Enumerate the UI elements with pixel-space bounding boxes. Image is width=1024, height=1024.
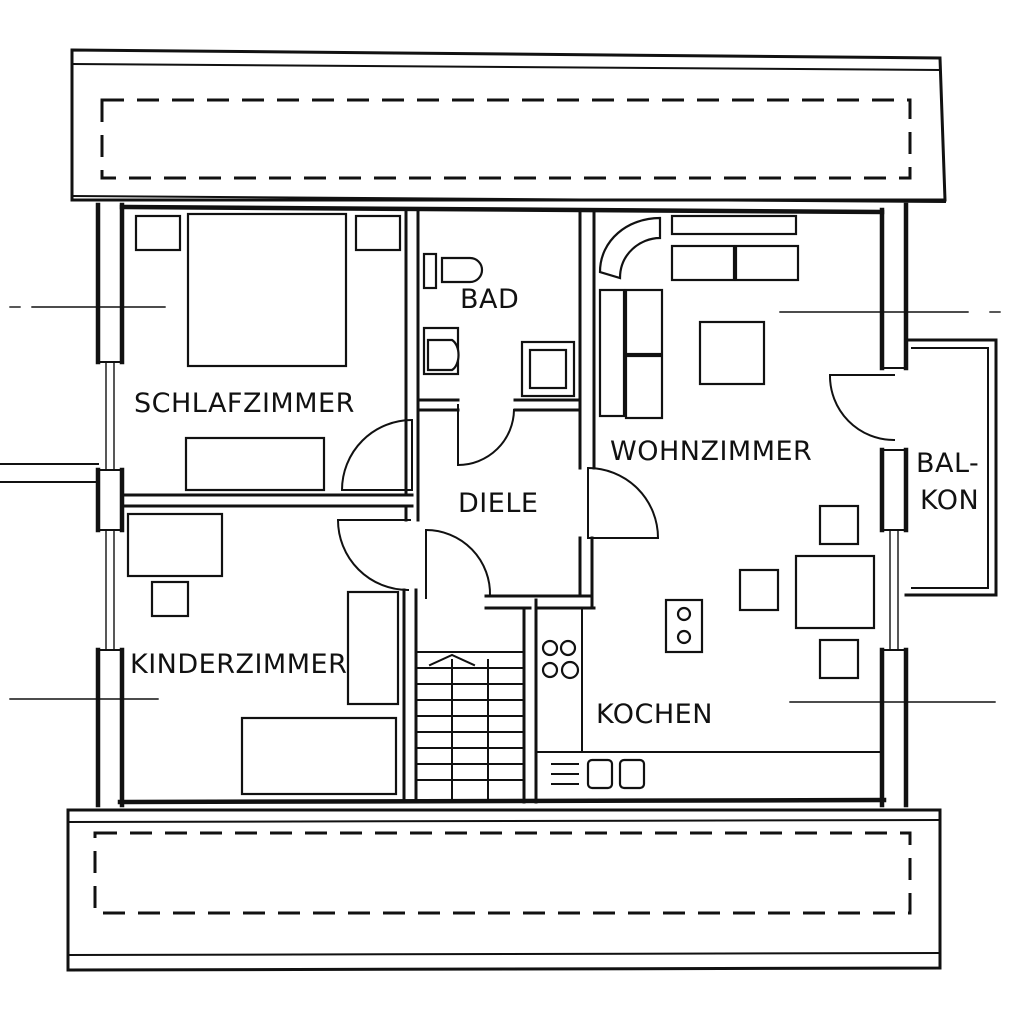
balcony [904, 338, 998, 597]
exterior-walls [95, 202, 909, 808]
label-kochen: KOCHEN [596, 699, 713, 730]
label-bad: BAD [460, 284, 519, 315]
kitchen-furniture [541, 598, 704, 790]
label-schlafzimmer: SCHLAFZIMMER [134, 388, 355, 419]
label-balkon-line1: BAL- [916, 448, 979, 479]
wohnzimmer-furniture [598, 214, 876, 680]
label-wohnzimmer: WOHNZIMMER [610, 436, 812, 467]
label-diele: DIELE [458, 488, 538, 519]
bad-furniture [422, 252, 576, 398]
kinderzimmer-furniture [126, 512, 400, 796]
staircase [415, 651, 525, 801]
doors [336, 373, 896, 599]
schlafzimmer-furniture [134, 212, 402, 492]
interior-walls [120, 208, 883, 804]
roof-eave-top [70, 48, 947, 204]
axis-lines [0, 306, 1001, 703]
roof-eave-bottom [66, 808, 942, 972]
label-balkon-line2: KON [920, 485, 979, 516]
label-kinderzimmer: KINDERZIMMER [130, 649, 347, 680]
